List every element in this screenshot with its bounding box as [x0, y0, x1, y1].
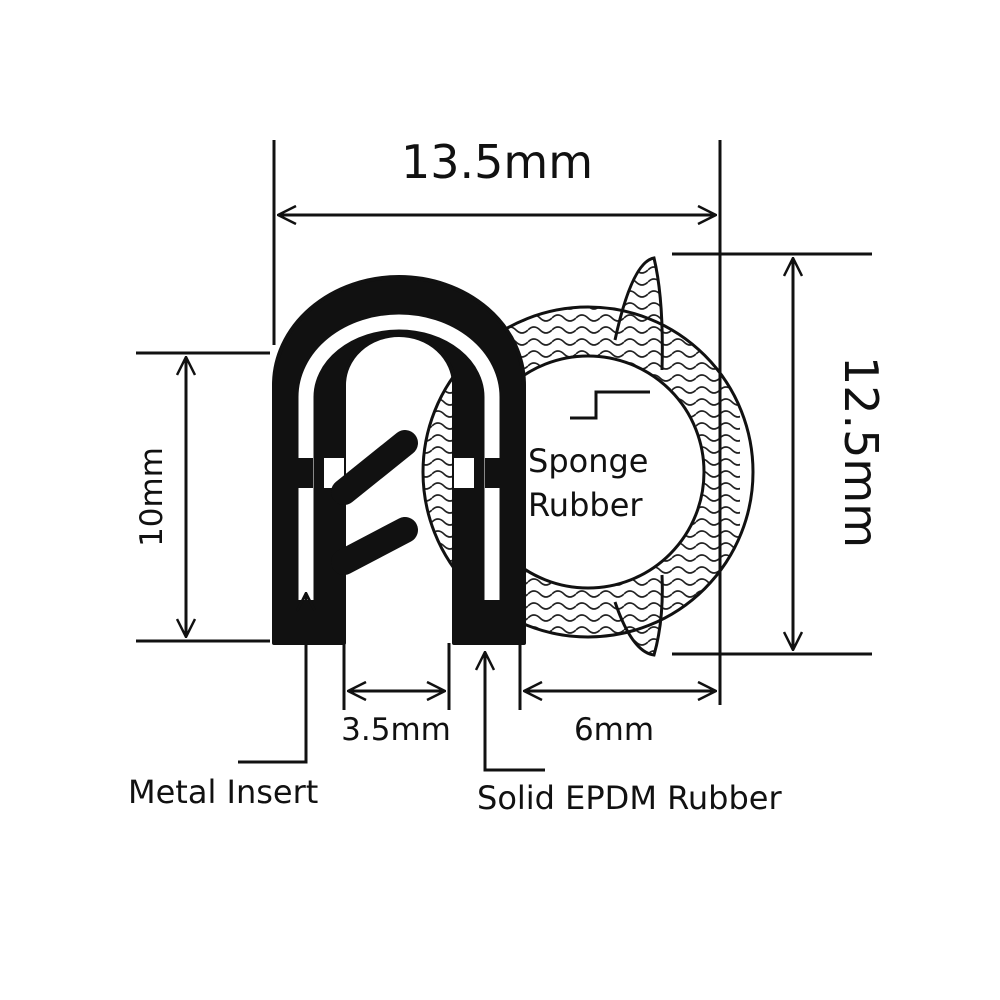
callout-sponge-rubber: Sponge Rubber — [528, 390, 650, 524]
sponge-label-line2: Rubber — [528, 486, 643, 524]
metal-insert-label: Metal Insert — [128, 773, 318, 811]
gap-width-label: 3.5mm — [341, 712, 451, 748]
total-height-label: 12.5mm — [834, 356, 888, 548]
dimension-total-width: 13.5mm — [272, 135, 722, 705]
bulb-width-label: 6mm — [574, 712, 654, 748]
callout-metal-insert: Metal Insert — [128, 593, 318, 811]
dimension-gap-width: 3.5mm — [341, 643, 451, 748]
dimension-bulb-width: 6mm — [518, 643, 716, 748]
solid-rubber-clip — [272, 275, 526, 645]
total-width-label: 13.5mm — [401, 135, 593, 189]
metal-insert — [298, 314, 500, 600]
clip-height-label: 10mm — [134, 447, 170, 547]
sponge-label-line1: Sponge — [528, 442, 648, 480]
sponge-bulb — [380, 200, 755, 700]
solid-rubber-label: Solid EPDM Rubber — [477, 779, 782, 817]
dimension-total-height: 12.5mm — [672, 252, 888, 656]
callout-solid-rubber: Solid EPDM Rubber — [477, 652, 782, 817]
dimension-clip-height: 10mm — [134, 351, 270, 643]
